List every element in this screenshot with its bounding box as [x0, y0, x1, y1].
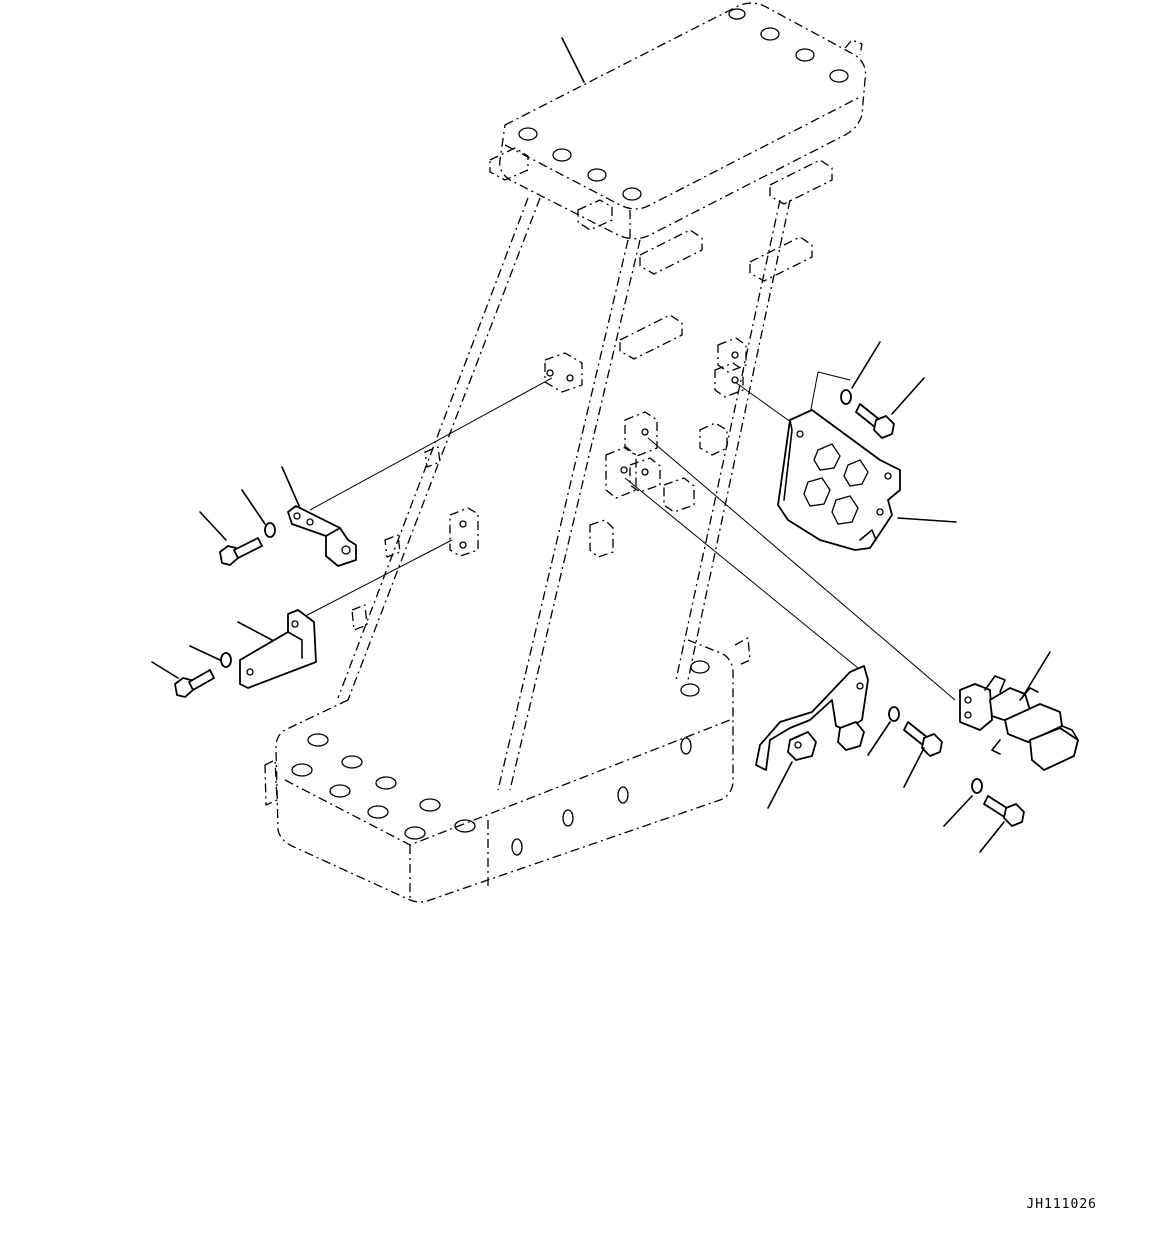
bolt — [903, 721, 943, 757]
washer — [971, 778, 983, 794]
washer — [220, 522, 276, 668]
bolt — [174, 537, 263, 698]
connector-bracket — [959, 675, 1079, 771]
bolt — [983, 795, 1025, 827]
drawing-id-label: JH111026 — [1026, 1197, 1097, 1212]
cover-plate-right — [777, 409, 901, 551]
frame-pillar — [264, 2, 867, 903]
hose-clamp-bracket — [755, 665, 869, 771]
washer — [840, 389, 852, 405]
callout-leaders — [151, 37, 1051, 853]
bolt — [855, 403, 895, 439]
washer — [888, 706, 900, 722]
assembly-lines — [289, 371, 956, 701]
upper-bracket-left — [287, 505, 357, 567]
lower-bracket-left — [239, 609, 317, 689]
